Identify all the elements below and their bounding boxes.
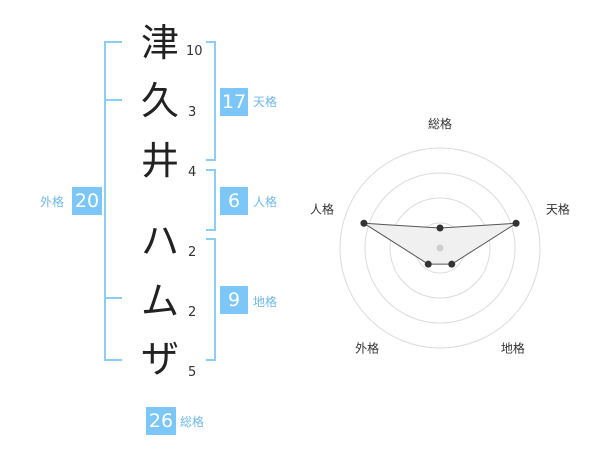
chikaku-label: 地格 bbox=[253, 295, 278, 309]
tenkaku-value-badge: 17 bbox=[220, 88, 248, 116]
radar-point-2 bbox=[512, 219, 520, 227]
stroke-count-5: 2 bbox=[188, 305, 197, 320]
stroke-count-3: 4 bbox=[188, 165, 197, 180]
name-char-6: ザ bbox=[140, 337, 179, 381]
name-char-2: 久 bbox=[140, 79, 179, 123]
name-char-3: 井 bbox=[140, 139, 179, 183]
radar-point-1 bbox=[436, 224, 444, 232]
radar-data-polygon bbox=[363, 222, 517, 265]
radar-point-3 bbox=[448, 260, 456, 268]
jinkaku-value-badge: 6 bbox=[220, 187, 248, 215]
stroke-count-6: 5 bbox=[188, 365, 197, 380]
radar-ring-4 bbox=[339, 147, 541, 349]
radar-axis-label-4: 外格 bbox=[355, 340, 379, 355]
name-char-1: 津 bbox=[140, 21, 179, 65]
stroke-count-1: 10 bbox=[186, 44, 203, 59]
radar-point-5 bbox=[360, 219, 368, 227]
tenkaku-label: 天格 bbox=[253, 95, 278, 109]
gaikaku-bracket-tick-bottom bbox=[104, 297, 122, 299]
radar-axis-label-5: 人格 bbox=[310, 202, 334, 217]
tenkaku-bracket bbox=[206, 41, 216, 161]
soukaku-label: 総格 bbox=[180, 415, 205, 429]
radar-axis-label-1: 総格 bbox=[428, 116, 452, 131]
radar-ring-2 bbox=[389, 197, 491, 299]
radar-center-dot bbox=[436, 244, 444, 252]
radar-ring-1 bbox=[414, 222, 466, 274]
gaikaku-bracket-tick-top bbox=[104, 99, 122, 101]
stroke-count-4: 2 bbox=[188, 245, 197, 260]
jinkaku-label: 人格 bbox=[253, 195, 278, 209]
jinkaku-bracket bbox=[206, 169, 216, 231]
radar-axis-label-2: 天格 bbox=[546, 202, 570, 217]
chikaku-value-badge: 9 bbox=[220, 286, 248, 314]
radar-point-4 bbox=[424, 260, 432, 268]
gaikaku-bracket bbox=[104, 41, 122, 361]
gaikaku-value-badge: 20 bbox=[72, 187, 102, 215]
chikaku-bracket bbox=[206, 238, 216, 361]
name-char-5: ム bbox=[140, 279, 179, 323]
name-char-4: ハ bbox=[140, 219, 179, 263]
stroke-count-2: 3 bbox=[188, 105, 197, 120]
radar-axis-label-3: 地格 bbox=[501, 340, 525, 355]
soukaku-value-badge: 26 bbox=[146, 407, 176, 435]
radar-ring-3 bbox=[364, 172, 516, 324]
gaikaku-label: 外格 bbox=[40, 195, 65, 209]
